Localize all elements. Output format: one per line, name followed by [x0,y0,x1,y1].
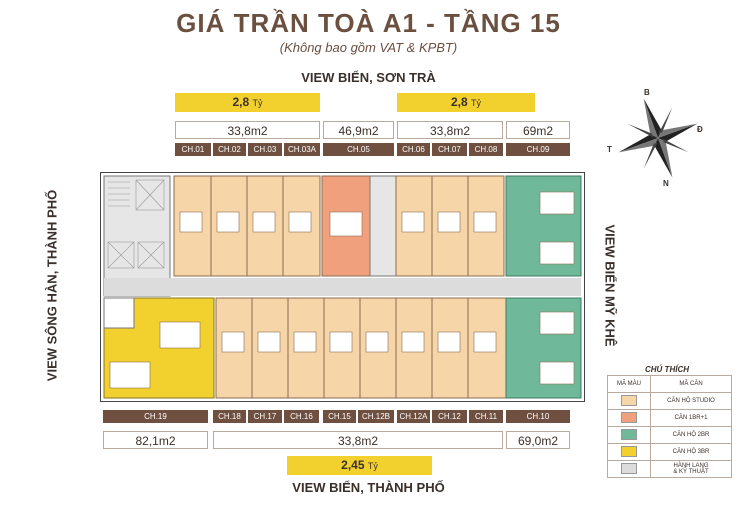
area-top-1br: 46,9m2 [323,121,394,139]
unit-label-ch19: CH.19 [103,410,208,423]
unit-label-ch06: CH.06 [397,143,430,156]
floor-plan [100,172,585,402]
compass-east-label: Đ [697,125,703,134]
swatch-studio [621,394,637,406]
legend-row: CĂN HỘ 2BR [607,426,732,444]
view-top-label: VIEW BIỂN, SƠN TRÀ [301,70,436,85]
legend-table: MÃ MÀU MÃ CĂN CĂN HỘ STUDIO CĂN 1BR+1 CĂ… [607,375,732,478]
view-bottom-label: VIEW BIỂN, THÀNH PHỐ [292,480,445,495]
unit-label-ch15: CH.15 [323,410,356,423]
swatch-1br [621,411,637,423]
swatch-3br [621,445,637,457]
unit-label-ch08: CH.08 [469,143,503,156]
area-top-studio-left: 33,8m2 [175,121,320,139]
unit-label-ch12a: CH.12A [397,410,430,423]
compass-south-label: N [663,179,669,188]
unit-label-ch17: CH.17 [248,410,282,423]
unit-label-ch05: CH.05 [323,143,394,156]
view-right-label: VIEW BIỂN MỸ KHÊ [602,224,618,347]
price-top-right: 2,8 Tỷ [397,93,535,112]
price-top-left: 2,8 Tỷ [175,93,320,112]
area-top-studio-right: 33,8m2 [397,121,503,139]
unit-label-ch03: CH.03 [248,143,282,156]
swatch-corridor [621,462,637,474]
unit-label-ch16: CH.16 [284,410,319,423]
page-subtitle: (Không bao gồm VAT & KPBT) [279,40,458,55]
compass-north-label: B [644,88,650,97]
core-stairs-right [369,175,397,277]
price-value: 2,8 [450,95,468,109]
legend-header-color: MÃ MÀU [607,375,651,393]
price-value: 2,8 [232,95,250,109]
unit-label-ch07: CH.07 [432,143,467,156]
unit-label-ch01: CH.01 [175,143,211,156]
core-stairs-elevators [103,175,171,297]
page-title: GIÁ TRẦN TOÀ A1 - TẦNG 15 [176,8,561,38]
area-bottom-2br: 69,0m2 [506,431,570,449]
legend-label: CĂN HỘ STUDIO [650,392,732,410]
unit-label-ch02: CH.02 [213,143,246,156]
unit-label-ch12: CH.12 [432,410,467,423]
legend-label-line1: HÀNH LANG [673,463,709,469]
swatch-2br [621,428,637,440]
legend-header-row: MÃ MÀU MÃ CĂN [607,375,732,393]
legend-row: CĂN 1BR+1 [607,409,732,427]
unit-label-ch03a: CH.03A [284,143,320,156]
price-bottom: 2,45 Tỷ [287,456,432,475]
unit-label-ch10: CH.10 [506,410,570,423]
legend-title: CHÚ THÍCH [645,365,689,374]
unit-label-ch12b: CH.12B [358,410,394,423]
legend-label: HÀNH LANG& KỸ THUẬT [650,460,732,478]
price-unit: Tỷ [471,98,482,108]
legend-label: CĂN HỘ 3BR [650,443,732,461]
area-top-2br: 69m2 [506,121,570,139]
corridor [104,278,581,296]
unit-label-ch18: CH.18 [213,410,246,423]
legend-row: HÀNH LANG& KỸ THUẬT [607,460,732,478]
legend-row: CĂN HỘ 3BR [607,443,732,461]
unit-label-ch09: CH.09 [506,143,570,156]
legend-row: CĂN HỘ STUDIO [607,392,732,410]
legend-label: CĂN HỘ 2BR [650,426,732,444]
price-unit: Tỷ [367,461,378,471]
compass-west-label: T [607,145,612,154]
view-left-label: VIEW SÔNG HÀN, THÀNH PHỐ [44,189,60,382]
price-value: 2,45 [341,458,365,472]
area-bottom-3br: 82,1m2 [103,431,208,449]
price-unit: Tỷ [252,98,263,108]
compass-rose-icon [618,98,698,178]
area-bottom-studio: 33,8m2 [213,431,503,449]
legend-header-type: MÃ CĂN [650,375,732,393]
unit-label-ch11: CH.11 [469,410,503,423]
legend-label: CĂN 1BR+1 [650,409,732,427]
legend-label-line2: & KỸ THUẬT [673,469,709,475]
